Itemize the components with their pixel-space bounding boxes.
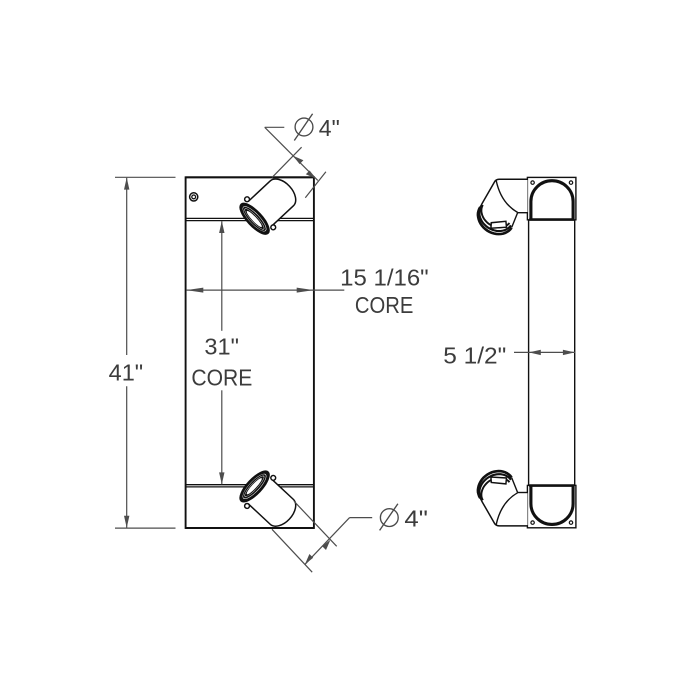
svg-text:CORE: CORE [191, 364, 252, 390]
svg-text:4": 4" [319, 115, 340, 141]
svg-text:41": 41" [109, 360, 144, 386]
svg-text:31": 31" [204, 334, 239, 360]
svg-text:15 1/16": 15 1/16" [340, 264, 429, 290]
svg-text:CORE: CORE [355, 292, 414, 318]
svg-text:5 1/2": 5 1/2" [443, 343, 506, 369]
svg-text:4": 4" [404, 505, 428, 531]
